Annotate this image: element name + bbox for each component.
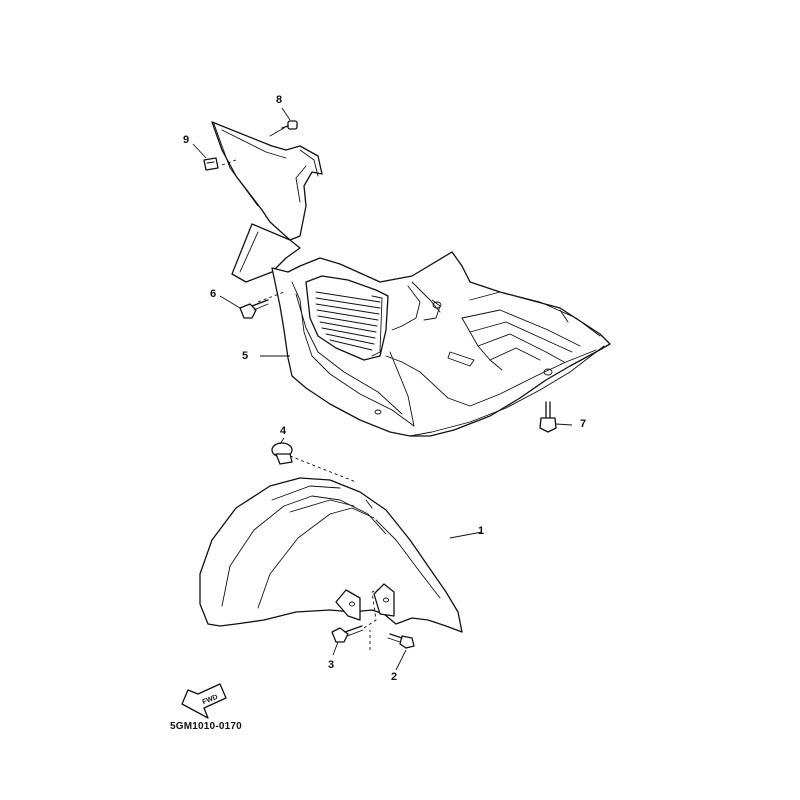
bolt-part-2 (387, 633, 415, 649)
callout-9: 9 (183, 134, 190, 146)
leg-shield-panel (211, 121, 611, 437)
callout-6: 6 (210, 288, 217, 300)
callout-5: 5 (242, 350, 249, 362)
callout-1: 1 (478, 525, 485, 537)
front-fender (199, 477, 463, 633)
bolt-part-6 (239, 299, 269, 319)
callout-3: 3 (328, 659, 335, 671)
screw-part-8 (269, 120, 298, 137)
callout-8: 8 (276, 94, 283, 106)
callout-2: 2 (391, 671, 398, 683)
vent-grille (315, 291, 381, 351)
grommet-part-4 (271, 442, 293, 465)
bolt-part-7 (539, 401, 557, 433)
clip-nut-part-9 (203, 157, 219, 171)
bolt-part-3 (331, 625, 364, 643)
part-code-label: 5GM1010-0170 (170, 721, 242, 732)
callout-7: 7 (580, 418, 587, 430)
fwd-direction-icon: FWD (181, 683, 227, 719)
callout-4: 4 (280, 425, 287, 437)
